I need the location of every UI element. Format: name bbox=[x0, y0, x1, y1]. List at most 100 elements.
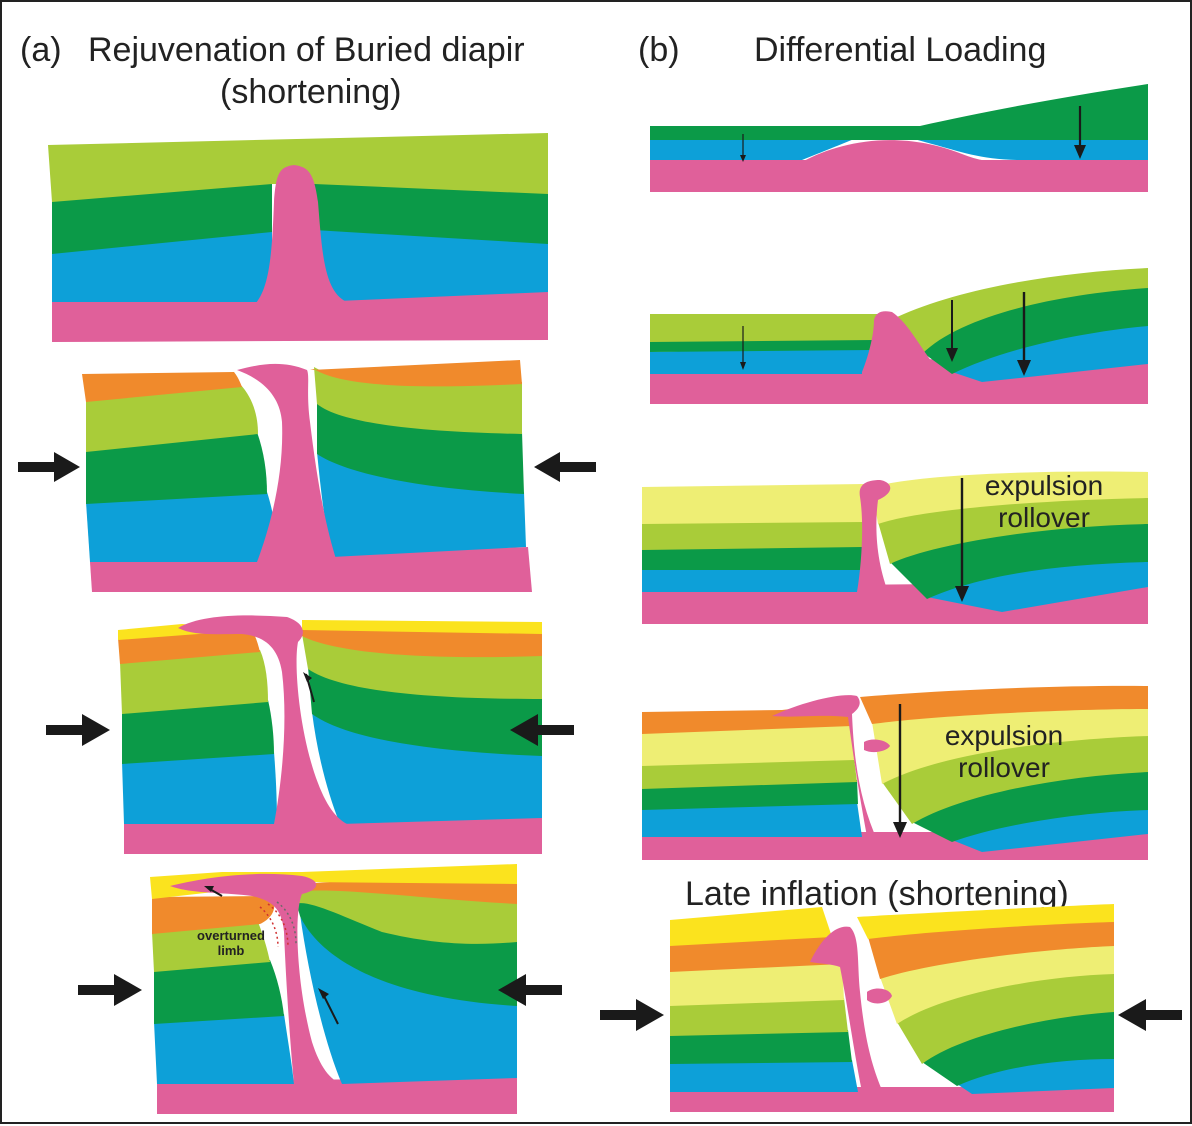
fault-arrowhead bbox=[303, 672, 312, 682]
blue-layer bbox=[86, 492, 280, 562]
blue-layer bbox=[927, 560, 1148, 612]
salt-layer bbox=[52, 290, 548, 342]
overturned-limb-hatch bbox=[267, 903, 289, 948]
orange-layer bbox=[310, 360, 522, 387]
light-green-layer bbox=[294, 888, 517, 944]
salt-bleb bbox=[867, 988, 892, 1004]
load-arrowhead bbox=[893, 822, 907, 838]
light-green-layer bbox=[897, 268, 1148, 354]
yellow-layer bbox=[670, 907, 832, 946]
yellow-layer bbox=[857, 904, 1114, 939]
orange-layer bbox=[302, 628, 542, 658]
light-green-layer bbox=[120, 650, 268, 714]
expulsion-rollover-label-1-line1: expulsion bbox=[984, 470, 1104, 501]
orange-layer bbox=[670, 932, 842, 972]
blue-layer bbox=[314, 227, 548, 302]
orange-layer bbox=[868, 920, 1114, 979]
dark-green-layer bbox=[52, 182, 272, 254]
load-arrowhead bbox=[955, 586, 969, 602]
salt-diapir bbox=[252, 165, 347, 307]
load-arrowhead bbox=[740, 155, 746, 162]
orange-layer bbox=[292, 881, 517, 904]
orange-layer bbox=[82, 372, 242, 402]
blue-layer bbox=[642, 567, 866, 592]
blue-layer bbox=[122, 752, 277, 824]
dark-green-layer bbox=[296, 901, 517, 1006]
thrust-arrowhead bbox=[204, 886, 214, 892]
salt-diapir bbox=[857, 480, 892, 602]
dark-green-layer bbox=[314, 182, 548, 244]
panel-a-subtitle: (shortening) bbox=[220, 73, 402, 111]
orange-layer bbox=[860, 685, 1148, 724]
blue-layer bbox=[312, 712, 542, 824]
blue-layer bbox=[650, 348, 874, 374]
panel-b-title: Differential Loading bbox=[754, 31, 1047, 69]
dark-green-layer bbox=[308, 667, 542, 756]
push-arrow-right bbox=[498, 974, 562, 1006]
light-green-layer bbox=[642, 758, 857, 789]
dark-green-layer bbox=[670, 1030, 852, 1064]
overturned-limb-label-line2: limb bbox=[217, 943, 245, 958]
panel-a-title: Rejuvenation of Buried diapir bbox=[88, 31, 525, 69]
dark-green-layer bbox=[912, 770, 1148, 842]
salt-layer bbox=[650, 160, 1148, 192]
pale-yellow-layer bbox=[642, 724, 854, 766]
overturned-limb-label-line1: overturned bbox=[197, 928, 265, 943]
load-arrowhead bbox=[1017, 360, 1031, 376]
salt-layer bbox=[124, 817, 542, 854]
yellow-layer bbox=[150, 864, 517, 899]
push-arrow-right bbox=[534, 452, 596, 482]
salt-layer bbox=[670, 1087, 1114, 1112]
light-green-layer bbox=[882, 734, 1148, 824]
dark-green-layer bbox=[890, 522, 1148, 599]
pale-yellow-layer bbox=[872, 707, 1148, 784]
panel-a-letter: (a) bbox=[20, 31, 62, 69]
push-arrow-left bbox=[78, 974, 142, 1006]
pale-yellow-layer bbox=[642, 484, 864, 524]
load-arrowhead bbox=[1074, 145, 1086, 159]
light-green-layer bbox=[642, 520, 864, 550]
blue-layer bbox=[642, 802, 862, 837]
dark-green-layer bbox=[922, 286, 1148, 374]
orange-layer bbox=[118, 630, 260, 664]
dark-green-layer bbox=[122, 700, 274, 764]
load-arrowhead bbox=[946, 348, 958, 362]
light-green-layer bbox=[86, 384, 258, 452]
orange-layer bbox=[152, 896, 275, 934]
salt-diapir bbox=[810, 926, 882, 1092]
blue-layer bbox=[952, 808, 1148, 852]
salt-diapir bbox=[178, 615, 347, 824]
salt-diapir bbox=[862, 311, 1022, 387]
push-arrow-right bbox=[510, 714, 574, 746]
push-arrow-left bbox=[600, 999, 664, 1031]
blue-layer bbox=[300, 914, 517, 1084]
light-green-layer bbox=[314, 367, 522, 434]
expulsion-rollover-label-2-line1: expulsion bbox=[944, 720, 1064, 751]
push-arrow-left bbox=[18, 452, 80, 482]
expulsion-rollover-label-2-line2: rollover bbox=[958, 752, 1050, 783]
blue-layer bbox=[957, 1057, 1114, 1094]
light-green-layer bbox=[152, 922, 270, 972]
late-inflation-title: Late inflation (shortening) bbox=[685, 875, 1069, 913]
expulsion-rollover-label-2: expulsion rollover bbox=[944, 720, 1064, 784]
blue-layer bbox=[952, 324, 1148, 382]
salt-swell bbox=[802, 140, 1022, 163]
salt-diapir bbox=[237, 363, 337, 562]
blue-layer bbox=[154, 1014, 294, 1084]
dark-green-layer bbox=[922, 1010, 1114, 1086]
fault-arrowhead bbox=[318, 988, 329, 999]
expulsion-rollover-label-1-line2: rollover bbox=[998, 502, 1090, 533]
salt-bleb bbox=[864, 739, 890, 753]
dark-green-layer bbox=[642, 544, 864, 570]
dark-green-layer bbox=[154, 960, 284, 1024]
pale-yellow-layer bbox=[670, 962, 844, 1006]
dark-green-layer bbox=[642, 780, 858, 810]
